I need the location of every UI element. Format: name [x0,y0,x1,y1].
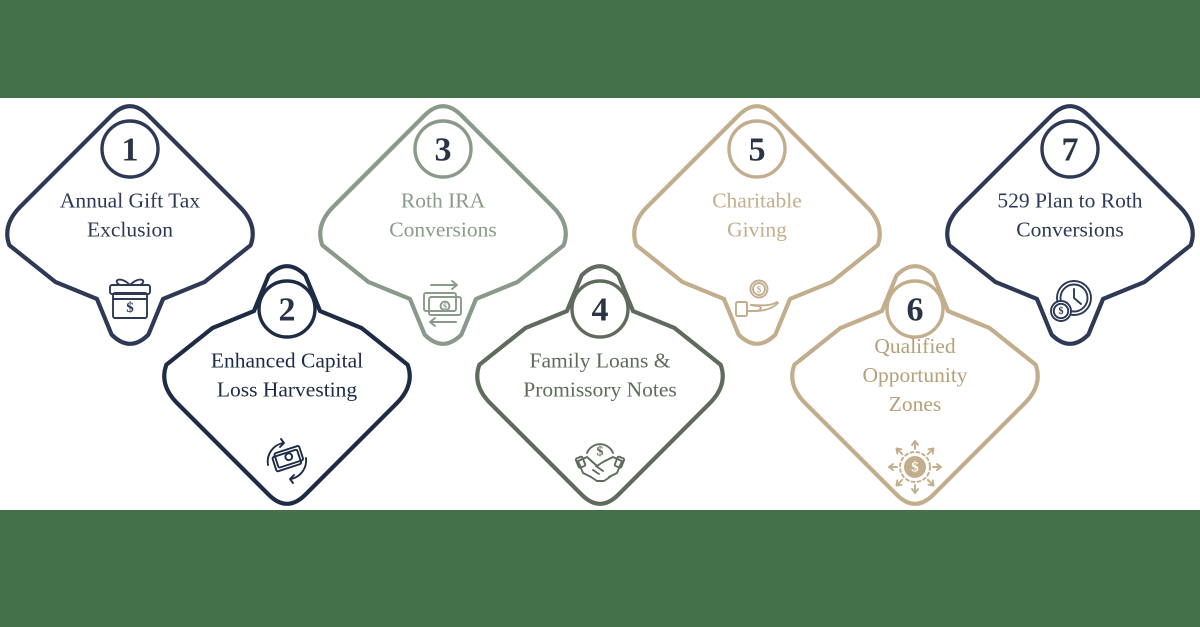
diamond-outline [318,104,568,346]
diamond-outline [5,104,255,346]
number-circle [885,279,945,339]
label-line: Charitable [712,189,802,213]
svg-text:$: $ [597,445,604,460]
svg-text:$: $ [1059,306,1064,317]
number-circle [257,279,317,339]
label-line: Conversions [389,218,497,242]
number-circle [570,279,630,339]
number-badge: 3 [413,119,473,179]
label-line: Opportunity [862,363,967,387]
gift-box-dollar-icon: $ [109,278,151,319]
number-badge: 5 [727,119,787,179]
label-line: Loss Harvesting [217,378,358,402]
svg-text:$: $ [911,460,919,476]
label-line: Promissory Notes [523,378,677,402]
clock-coin-icon: $ [1050,280,1092,322]
number-text: 1 [122,132,139,169]
number-text: 7 [1062,132,1079,169]
label-line: Zones [889,392,942,416]
number-circle [1040,119,1100,179]
number-circle [413,119,473,179]
number-circle [727,119,787,179]
number-text: 3 [435,132,452,169]
hand-holding-coin-icon: $ [735,279,779,317]
label-line: Annual Gift Tax [60,189,200,213]
number-text: 6 [907,292,924,329]
diamond-label: Family Loans & Promissory Notes [523,349,677,402]
diamond-outline [475,264,725,506]
handshake-dollar-icon: $ [574,443,626,482]
label-line: Enhanced Capital [211,349,363,373]
number-badge: 1 [100,119,160,179]
label-line: Conversions [1016,218,1124,242]
number-text: 4 [592,292,609,329]
number-badge: 7 [1040,119,1100,179]
diamond-outline [162,264,412,506]
number-badge: 2 [257,279,317,339]
label-line: 529 Plan to Roth [997,189,1142,213]
diamond-outline [790,264,1040,506]
label-line: Exclusion [87,218,173,242]
svg-text:$: $ [126,300,134,316]
number-text: 5 [749,132,766,169]
number-badge: 6 [885,279,945,339]
label-line: Giving [727,218,787,242]
number-text: 2 [279,292,296,329]
money-transfer-icon: $ [423,280,462,327]
number-badge: 4 [570,279,630,339]
label-line: Qualified [874,334,955,358]
diamond-label: Roth IRA Conversions [389,189,497,242]
label-line: Roth IRA [401,189,486,213]
diamond-outline [945,104,1195,346]
dollar-arrows-expand-icon: $ [888,440,942,494]
number-circle [100,119,160,179]
cash-recycle-icon [266,438,308,484]
label-line: Family Loans & [530,349,671,373]
svg-text:$: $ [757,285,762,295]
svg-text:$: $ [443,302,447,311]
diamond-outline [632,104,882,346]
